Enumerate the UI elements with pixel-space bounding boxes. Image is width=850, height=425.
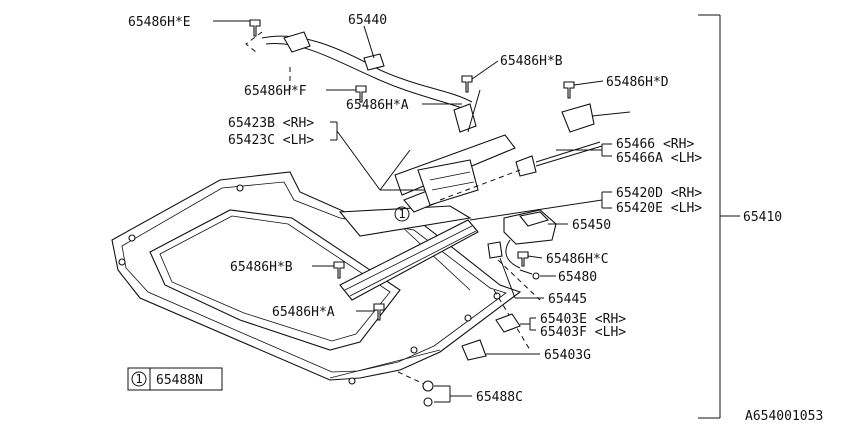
callout-65480: 65480: [558, 270, 597, 285]
callout-65445: 65445: [548, 292, 587, 307]
cable-assembly-drawing: [245, 31, 481, 133]
bolt-icon: [517, 251, 529, 267]
callout-65420d: 65420D <RH>: [616, 186, 702, 201]
callout-65486hb-bottom: 65486H*B: [230, 260, 293, 275]
callout-65450: 65450: [572, 218, 611, 233]
callout-65486hb-top: 65486H*B: [500, 54, 563, 69]
callout-65486hf: 65486H*F: [244, 84, 307, 99]
callout-65486ha-bottom: 65486H*A: [272, 305, 335, 320]
marker-number: 1: [398, 207, 405, 221]
callout-65403e: 65403E <RH>: [540, 312, 626, 327]
callout-65423b: 65423B <RH>: [228, 116, 314, 131]
rail-assembly-drawing: [338, 134, 516, 301]
callout-65440: 65440: [348, 13, 387, 28]
callout-65486he: 65486H*E: [128, 15, 191, 30]
legend-marker: 1: [135, 372, 142, 386]
callout-65488c: 65488C: [476, 390, 523, 405]
callout-65403g: 65403G: [544, 348, 591, 363]
sunroof-frame-drawing: [111, 171, 522, 385]
brackets-drawing: [461, 313, 521, 361]
callout-65486ha-top: 65486H*A: [346, 98, 409, 113]
callout-65403f: 65403F <LH>: [540, 325, 626, 340]
bolt-icon: [249, 19, 261, 37]
callout-65423c: 65423C <LH>: [228, 133, 314, 148]
diagram-id: A654001053: [745, 409, 823, 424]
callout-65466: 65466 <RH>: [616, 137, 694, 152]
callout-65466a: 65466A <LH>: [616, 151, 702, 166]
callout-65486hd: 65486H*D: [606, 75, 669, 90]
leader-lines: [213, 14, 740, 419]
callout-labels: 65486H*E 65440 65486H*B 65486H*D 65486H*…: [128, 13, 782, 405]
bolt-icon: [461, 75, 473, 93]
clips-drawing: [397, 371, 434, 407]
callout-65486hc: 65486H*C: [546, 252, 609, 267]
legend-part-number: 65488N: [156, 373, 203, 388]
legend-box: 1 65488N: [127, 367, 223, 391]
bolt-icons: [249, 19, 575, 321]
bolt-icon: [333, 261, 345, 279]
drive-motor-drawing: [439, 103, 631, 351]
bolt-icon: [373, 303, 385, 321]
marker-circle: 1: [394, 206, 410, 222]
bolt-icon: [563, 81, 575, 99]
callout-65410: 65410: [743, 210, 782, 225]
callout-65420e: 65420E <LH>: [616, 201, 702, 216]
bolt-icon: [355, 85, 367, 103]
